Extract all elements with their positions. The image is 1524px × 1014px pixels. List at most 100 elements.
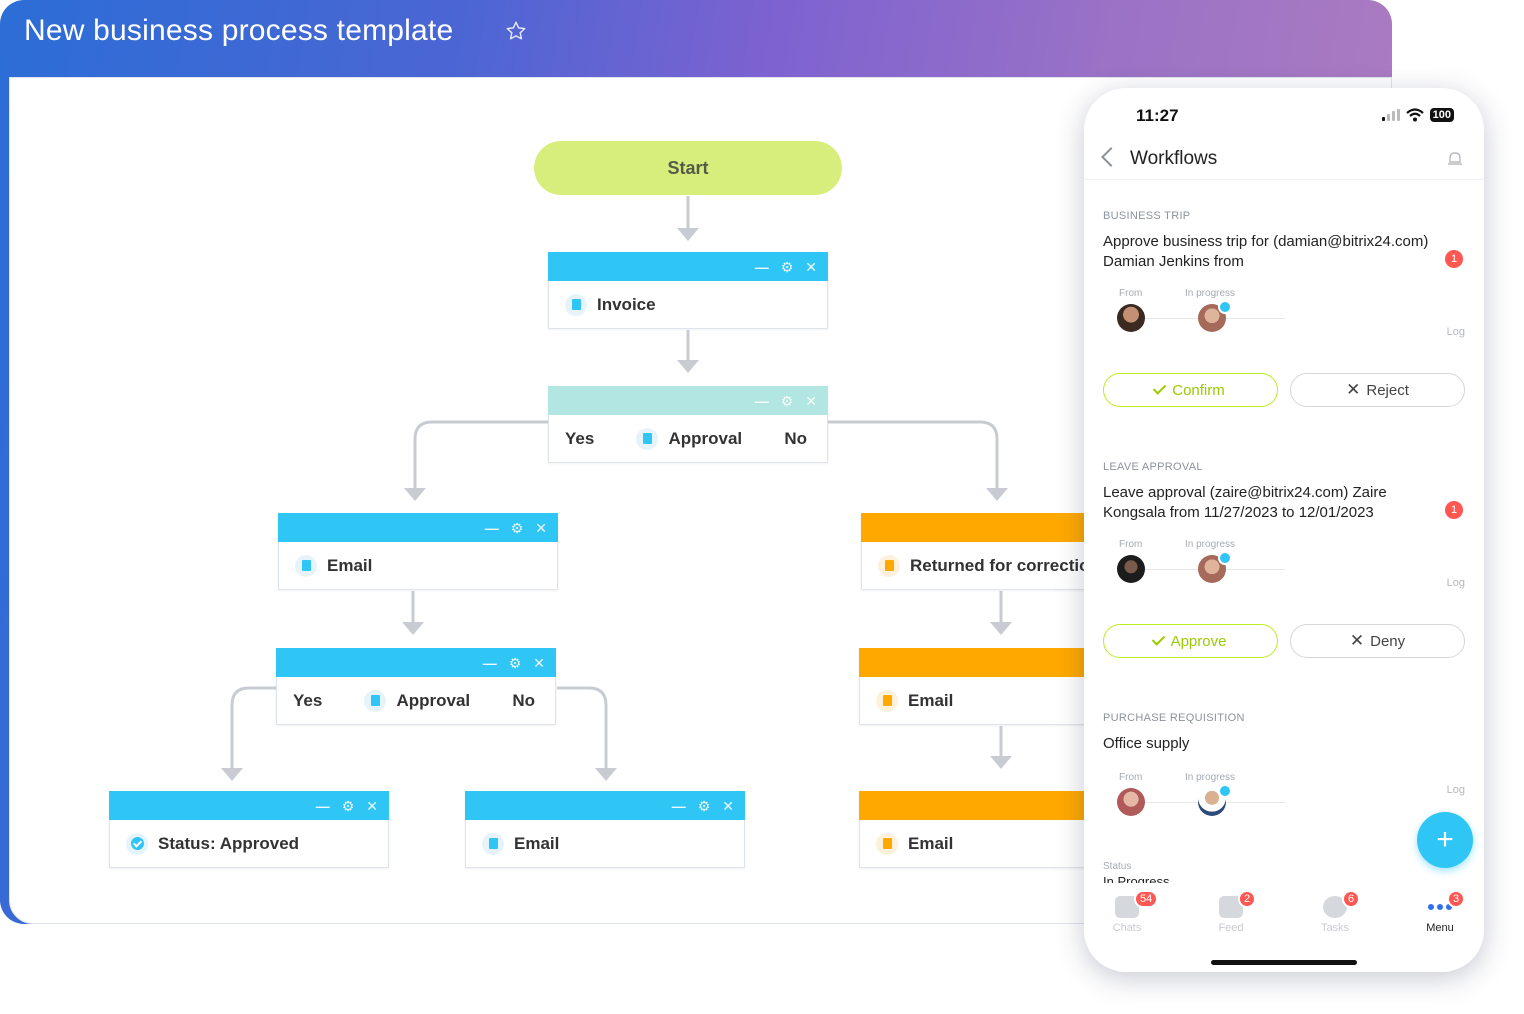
- from-label: From: [1119, 288, 1143, 299]
- branch-yes-label: Yes: [565, 428, 595, 448]
- gear-icon[interactable]: ⚙: [341, 797, 355, 814]
- from-label: From: [1119, 539, 1143, 550]
- close-icon[interactable]: ✕: [535, 519, 547, 536]
- block-header: [548, 252, 828, 281]
- minimize-icon[interactable]: —: [484, 520, 499, 536]
- document-icon: [295, 554, 317, 577]
- home-indicator: [1211, 960, 1357, 965]
- tab-menu[interactable]: Menu 3: [1405, 890, 1475, 934]
- document-icon: [565, 293, 587, 316]
- signal-icon: [1381, 109, 1400, 121]
- log-link[interactable]: Log: [1446, 577, 1465, 589]
- status-label: Status: [1103, 861, 1132, 872]
- gear-icon[interactable]: ⚙: [508, 654, 522, 671]
- minimize-icon[interactable]: —: [754, 393, 769, 409]
- check-icon: [1151, 632, 1165, 646]
- block-approval-condition[interactable]: —⚙✕ Yes Approval No: [276, 648, 556, 725]
- check-icon: [1153, 381, 1167, 395]
- reject-button[interactable]: ✕Reject: [1290, 373, 1465, 407]
- star-icon[interactable]: [505, 20, 527, 42]
- minimize-icon[interactable]: —: [754, 259, 769, 275]
- block-email[interactable]: — ⚙ ✕ Email: [278, 513, 558, 590]
- block-label: Invoice: [597, 294, 656, 314]
- participants: From In progress Log: [1103, 288, 1465, 358]
- nav-bar: Workflows: [1084, 142, 1484, 180]
- gear-icon[interactable]: ⚙: [510, 519, 524, 536]
- card-category: LEAVE APPROVAL: [1103, 461, 1203, 473]
- log-link[interactable]: Log: [1446, 784, 1465, 796]
- block-header: [548, 386, 828, 415]
- tab-bar: Chats 54 Feed 2 Tasks 6 Menu 3: [1084, 884, 1484, 944]
- gear-icon[interactable]: ⚙: [780, 258, 794, 275]
- close-icon[interactable]: ✕: [805, 392, 817, 409]
- add-button[interactable]: +: [1417, 812, 1473, 868]
- participants: From In progress Log: [1103, 772, 1465, 842]
- tab-tasks[interactable]: Tasks 6: [1300, 890, 1370, 934]
- block-approval-condition[interactable]: — ⚙ ✕ Yes Approval No: [548, 386, 828, 463]
- block-header: [278, 513, 558, 542]
- minimize-icon[interactable]: —: [315, 798, 330, 814]
- close-icon[interactable]: ✕: [533, 654, 545, 671]
- document-icon: [876, 689, 898, 712]
- log-link[interactable]: Log: [1446, 326, 1465, 338]
- clock-icon: [1218, 300, 1232, 314]
- counter-badge: 1: [1445, 501, 1463, 519]
- check-circle-icon: [126, 832, 148, 855]
- from-label: From: [1119, 772, 1143, 783]
- workflow-card[interactable]: PURCHASE REQUISITION Office supply From …: [1103, 712, 1465, 842]
- notification-icon[interactable]: [1446, 150, 1464, 168]
- document-icon: [364, 689, 387, 712]
- document-icon: [482, 832, 504, 855]
- approve-button[interactable]: Approve: [1103, 624, 1278, 658]
- block-email[interactable]: —⚙✕ Email: [465, 791, 745, 868]
- tab-badge: 54: [1134, 890, 1159, 908]
- gear-icon[interactable]: ⚙: [780, 392, 794, 409]
- block-label: Approval: [396, 690, 471, 710]
- back-arrow-icon[interactable]: [1101, 147, 1121, 167]
- block-status-approved[interactable]: — ⚙ ✕ Status: Approved: [109, 791, 389, 868]
- workflow-card[interactable]: BUSINESS TRIP Approve business trip for …: [1103, 210, 1465, 407]
- x-icon: ✕: [1349, 631, 1365, 650]
- close-icon[interactable]: ✕: [366, 797, 378, 814]
- gear-icon[interactable]: ⚙: [697, 797, 711, 814]
- card-description: Office supply: [1103, 735, 1190, 752]
- block-header: [109, 791, 389, 820]
- avatar: [1117, 304, 1145, 332]
- minimize-icon[interactable]: —: [671, 798, 686, 814]
- deny-button[interactable]: ✕Deny: [1290, 624, 1465, 658]
- minimize-icon[interactable]: —: [482, 655, 497, 671]
- clock-icon: [1218, 551, 1232, 565]
- clock-icon: [1218, 784, 1232, 798]
- avatar: [1117, 788, 1145, 816]
- tab-feed[interactable]: Feed 2: [1196, 890, 1266, 934]
- close-icon[interactable]: ✕: [722, 797, 734, 814]
- card-category: BUSINESS TRIP: [1103, 210, 1191, 222]
- block-invoice[interactable]: — ⚙ ✕ Invoice: [548, 252, 828, 329]
- mobile-phone: 11:27 100 Workflows BUSINESS TRIP Approv…: [1084, 88, 1484, 972]
- block-label: Approval: [668, 428, 743, 448]
- tab-badge: 6: [1342, 890, 1361, 908]
- participants: From In progress Log: [1103, 539, 1465, 609]
- in-progress-label: In progress: [1185, 539, 1236, 550]
- block-label: Returned for correction: [910, 555, 1100, 575]
- tab-chats[interactable]: Chats 54: [1092, 890, 1162, 934]
- counter-badge: 1: [1445, 250, 1463, 268]
- confirm-button[interactable]: Confirm: [1103, 373, 1278, 407]
- close-icon[interactable]: ✕: [805, 258, 817, 275]
- block-label: Status: Approved: [158, 833, 300, 853]
- card-category: PURCHASE REQUISITION: [1103, 712, 1245, 724]
- avatar: [1117, 555, 1145, 583]
- card-description: Approve business trip for (damian@bitrix…: [1103, 233, 1429, 270]
- block-label: Email: [908, 690, 954, 710]
- start-node[interactable]: Start: [534, 141, 842, 195]
- branch-no-label: No: [784, 428, 807, 448]
- document-icon: [636, 427, 659, 450]
- document-icon: [878, 554, 900, 577]
- in-progress-label: In progress: [1185, 288, 1236, 299]
- branch-no-label: No: [512, 690, 535, 710]
- block-label: Email: [327, 555, 373, 575]
- block-header: [276, 648, 556, 677]
- workflow-card[interactable]: LEAVE APPROVAL Leave approval (zaire@bit…: [1103, 461, 1465, 658]
- nav-title: Workflows: [1130, 148, 1218, 169]
- page-title: New business process template: [24, 14, 454, 47]
